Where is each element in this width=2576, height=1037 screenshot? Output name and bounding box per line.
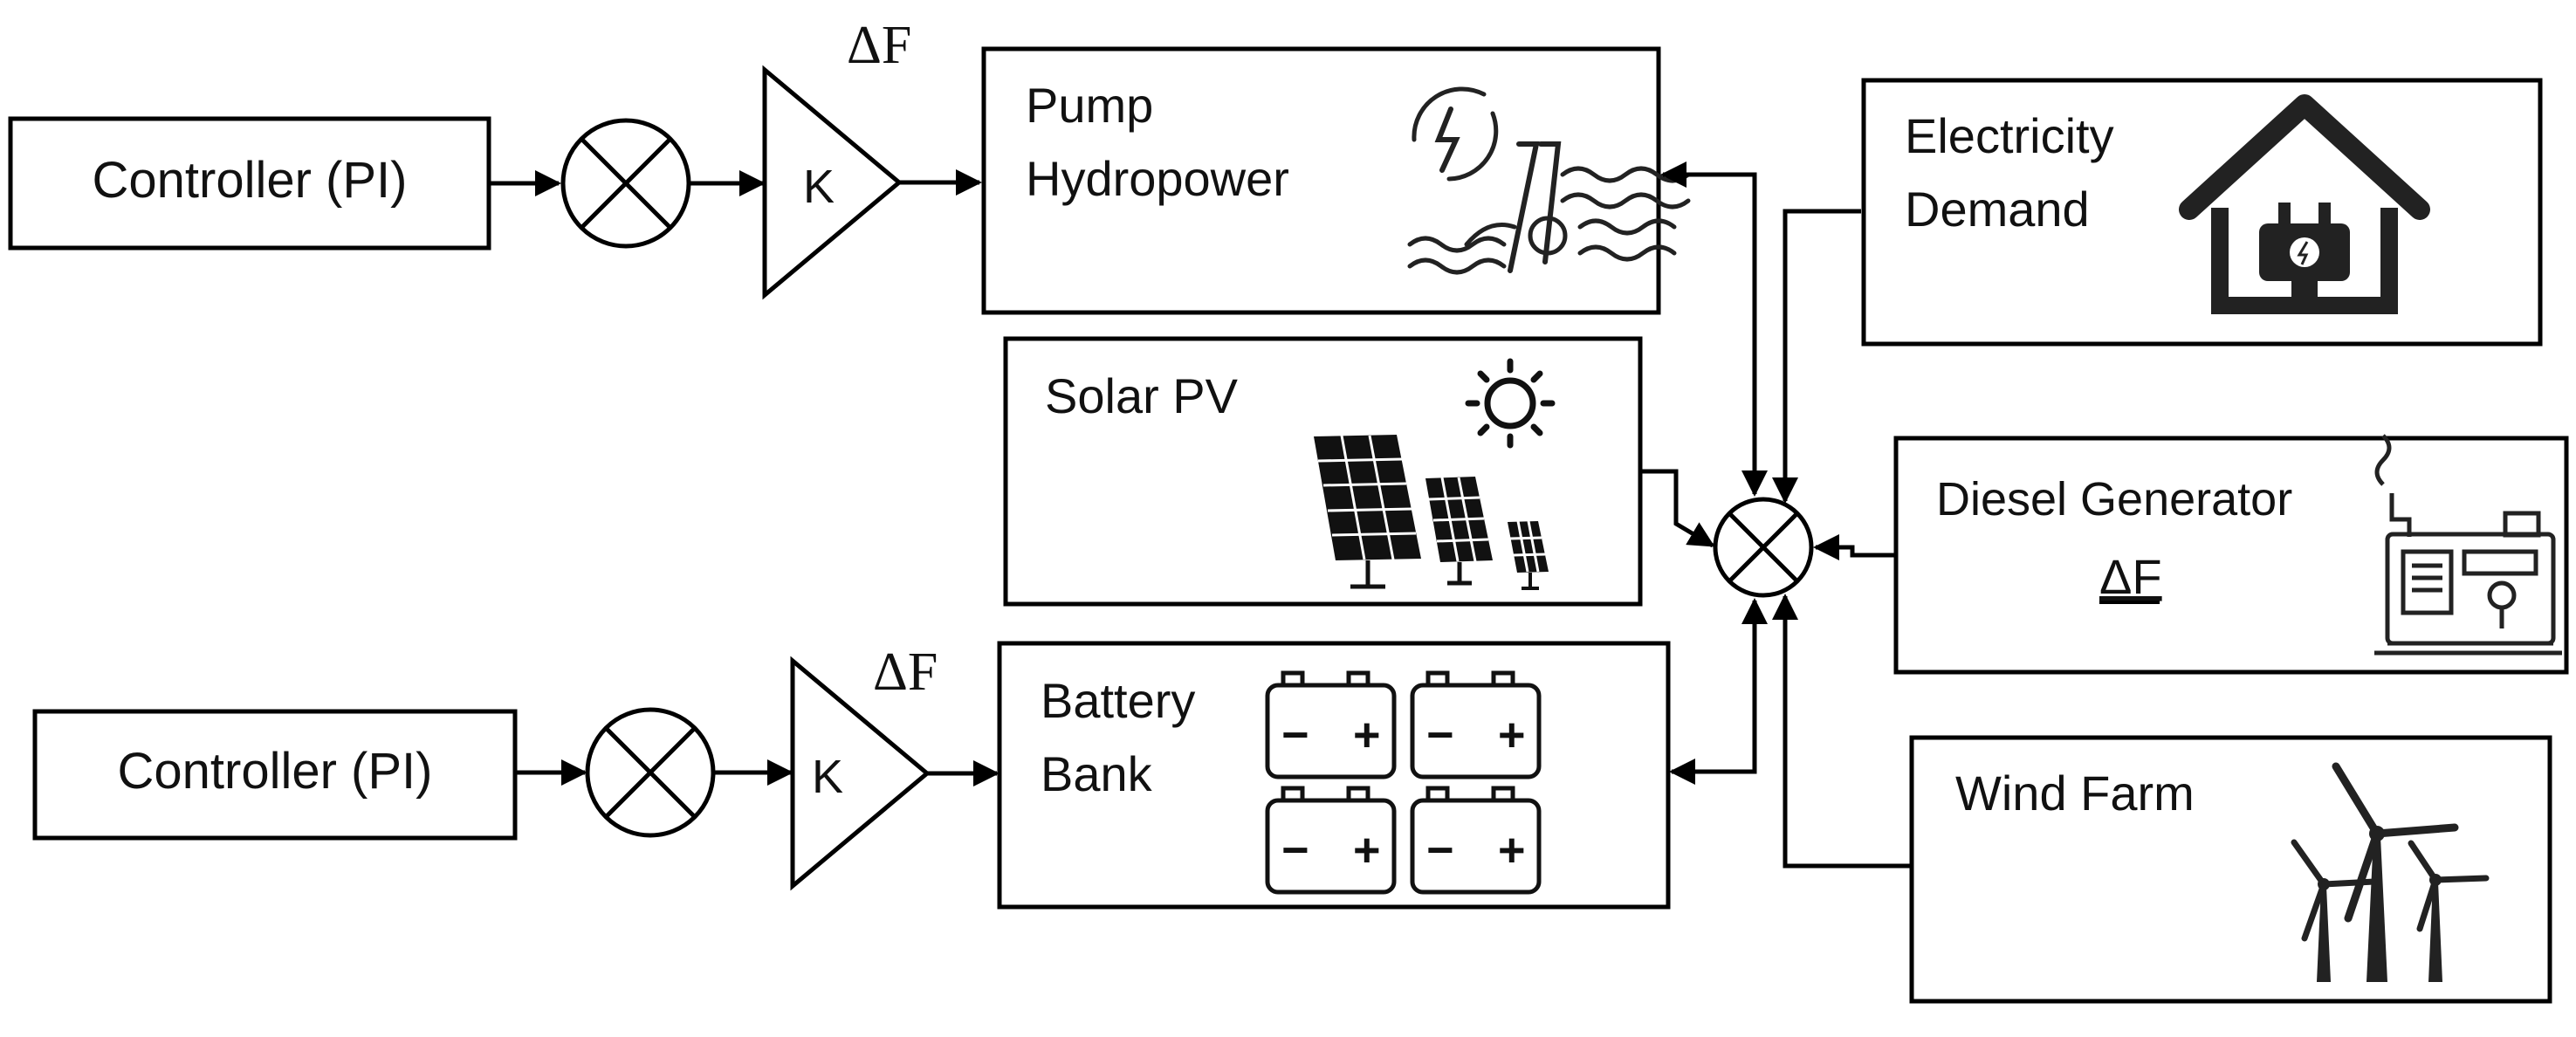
battery-plus-3: + [1353, 824, 1381, 876]
delta-f-label-bottom: ΔF [873, 642, 938, 702]
controller-block-top: Controller (PI) [8, 116, 491, 251]
electricity-demand-block: Electricity Demand [1861, 78, 2543, 347]
battery-plus-2: + [1498, 709, 1526, 761]
battery-minus-2: − [1426, 709, 1454, 761]
battery-bank-block: Battery Bank − + − + − + − + [997, 641, 1671, 910]
central-summing-junction [1713, 497, 1814, 598]
battery-minus-4: − [1426, 824, 1454, 876]
pump-label: Pump [1026, 78, 1153, 133]
summing-junction-bottom [585, 707, 716, 838]
battery-plus-1: + [1353, 709, 1381, 761]
battery-minus-3: − [1281, 824, 1309, 876]
controller-label-bottom: Controller (PI) [118, 743, 433, 800]
hydropower-label: Hydropower [1026, 151, 1289, 206]
connector-wind-junction [1772, 594, 1910, 869]
battery-label: Battery [1041, 673, 1195, 728]
pump-hydropower-block: Pump Hydropower [981, 46, 1691, 315]
controller-label-top: Controller (PI) [93, 152, 408, 209]
bank-label: Bank [1041, 746, 1153, 801]
diesel-generator-icon [2374, 434, 2562, 656]
summing-junction-top [560, 118, 691, 249]
gain-label-bottom: K [812, 751, 843, 803]
sun-icon [1465, 358, 1556, 449]
battery-plus-4: + [1498, 824, 1526, 876]
wind-turbines-icon [2291, 762, 2490, 982]
connector-diesel-junction [1813, 534, 1894, 560]
house-plug-icon [2179, 94, 2430, 314]
connector-demand-junction [1772, 209, 1861, 504]
controller-block-bottom: Controller (PI) [32, 709, 518, 841]
demand-label: Demand [1905, 182, 2090, 237]
wind-farm-label: Wind Farm [1955, 766, 2195, 821]
battery-minus-1: − [1281, 709, 1309, 761]
battery-icon [1265, 670, 1542, 895]
connector-solar-junction [1641, 469, 1715, 548]
delta-f-label-top: ΔF [847, 16, 911, 75]
diesel-delta-f-label: ΔF [2099, 549, 2162, 604]
diesel-generator-block: Diesel Generator ΔF [1893, 434, 2569, 675]
gain-block-bottom: K [790, 656, 931, 891]
diesel-generator-label: Diesel Generator [1936, 473, 2292, 525]
electricity-label: Electricity [1905, 108, 2114, 163]
solar-pv-label: Solar PV [1045, 368, 1239, 423]
connector-battery-junction [1669, 598, 1768, 785]
solar-panels-icon [1314, 435, 1549, 590]
gain-label-top: K [803, 161, 835, 213]
solar-pv-block: Solar PV [1003, 336, 1643, 607]
connector-pump-junction [1660, 161, 1768, 497]
wind-farm-block: Wind Farm [1909, 735, 2552, 1004]
gain-block-top: K [762, 65, 903, 300]
